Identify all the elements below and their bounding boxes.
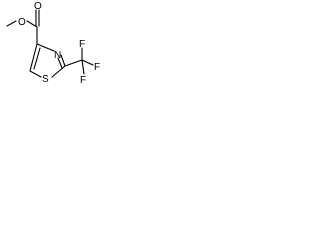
bond-ring-cf3 [64, 59, 83, 67]
bond-ring-n3-c2 [60, 54, 66, 67]
bond-ring-c2-s1 [51, 65, 66, 78]
atom-ester-oxygen: O [18, 17, 26, 28]
bond-layer [6, 9, 94, 78]
bond-ring-c2-n3-double [57, 57, 63, 69]
atom-ring-nitrogen: N [54, 50, 61, 61]
atom-carbonyl-oxygen: O [34, 1, 42, 12]
bond-cf3-f-right [81, 59, 94, 66]
atom-label-layer: O O N S F F F [18, 1, 100, 86]
bond-ring-c5-c4-double [33, 47, 41, 70]
bond-ring-c4-n3 [36, 43, 55, 52]
bond-cf3-f-bottom [81, 59, 85, 75]
atom-fluorine-top: F [79, 39, 85, 50]
atom-fluorine-bottom: F [80, 75, 86, 86]
bond-ring-s1-c5 [29, 70, 42, 78]
atom-ring-sulfur: S [42, 74, 49, 85]
bond-ester-oxygen-carbonyl [26, 20, 38, 28]
bond-methyl-ester-oxygen [6, 20, 17, 27]
molecule-structure: O O N S F F F [6, 1, 100, 86]
bond-ring-c5-c4 [29, 43, 38, 72]
atom-fluorine-right: F [94, 62, 100, 73]
